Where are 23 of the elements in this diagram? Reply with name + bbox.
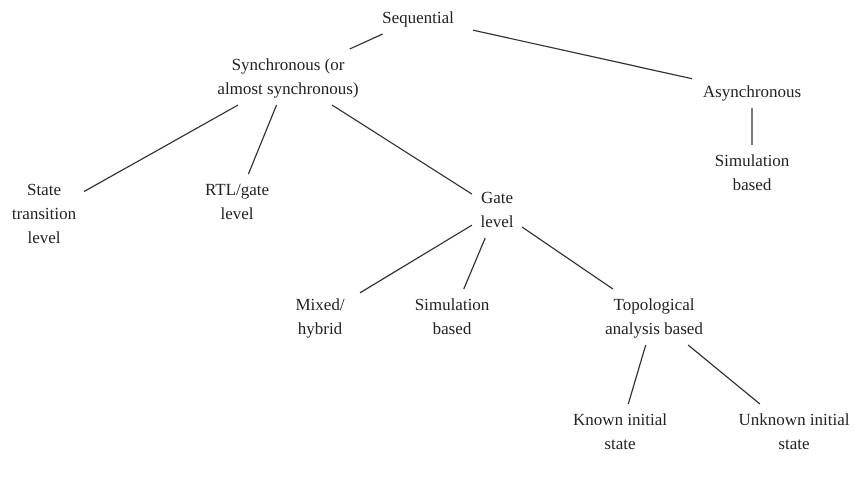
node-label: Known initial state — [572, 409, 668, 455]
node-label: State transition level — [10, 179, 78, 249]
connector-line — [248, 104, 278, 174]
connector-line — [628, 344, 646, 404]
node-label: Gate level — [479, 187, 515, 233]
connector-line — [84, 104, 238, 192]
connector-line — [360, 224, 472, 294]
node-label: Synchronous (or almost synchronous) — [216, 54, 360, 100]
node-label: Simulation based — [414, 294, 490, 340]
node-label: Asynchronous — [702, 81, 802, 103]
node-label: RTL/gate level — [204, 179, 270, 225]
node-label: Mixed/ hybrid — [294, 294, 346, 340]
node-label: Sequential — [381, 7, 455, 29]
connector-line — [463, 238, 486, 290]
connector-line — [472, 30, 692, 80]
connector-line — [522, 226, 614, 290]
connector-line — [332, 104, 472, 195]
connector-line — [751, 108, 753, 145]
connector-line — [688, 344, 760, 404]
node-label: Topological analysis based — [604, 294, 704, 340]
connector-line — [349, 33, 383, 50]
node-label: Simulation based — [714, 150, 790, 196]
node-label: Unknown initial state — [738, 409, 850, 455]
